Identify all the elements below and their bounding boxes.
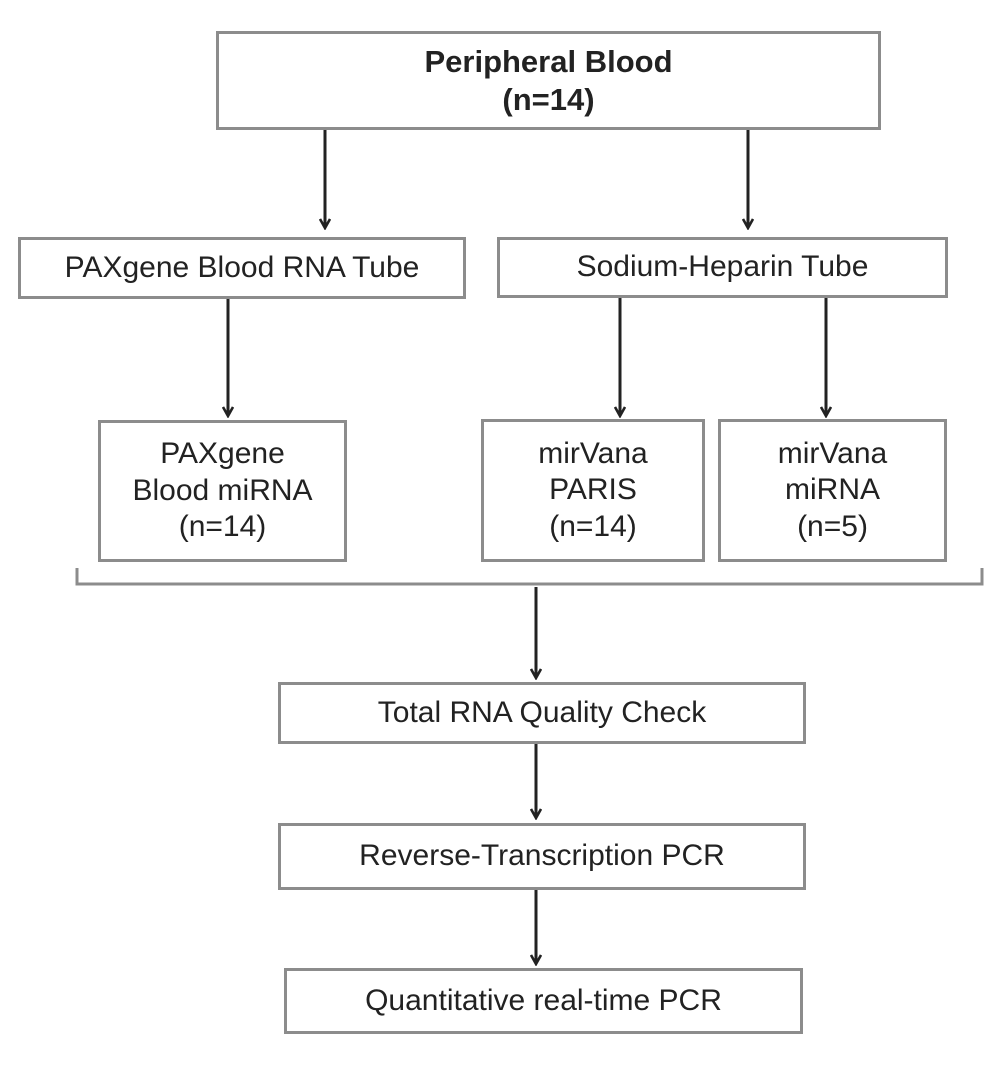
node-qrt-pcr-label: Quantitative real-time PCR: [365, 983, 722, 1017]
node-sodium-heparin-tube-label: Sodium-Heparin Tube: [576, 250, 869, 284]
node-qrt-pcr: Quantitative real-time PCR: [284, 968, 803, 1034]
node-paxgene-mirna: PAXgene Blood miRNA (n=14): [98, 420, 347, 562]
node-mirvana-mirna-line-3: (n=5): [797, 509, 868, 543]
node-peripheral-blood-line-2: (n=14): [502, 81, 595, 117]
node-mirvana-paris-line-3: (n=14): [549, 509, 637, 543]
node-paxgene-tube-label: PAXgene Blood RNA Tube: [64, 250, 420, 284]
node-paxgene-tube: PAXgene Blood RNA Tube: [18, 237, 466, 299]
node-mirvana-paris-line-2: PARIS: [549, 473, 637, 507]
node-rt-pcr-label: Reverse-Transcription PCR: [359, 839, 725, 873]
node-rna-quality-check-label: Total RNA Quality Check: [377, 695, 707, 729]
node-peripheral-blood: Peripheral Blood (n=14): [216, 31, 881, 130]
grouping-bracket: [75, 568, 984, 586]
node-sodium-heparin-tube: Sodium-Heparin Tube: [497, 237, 948, 298]
node-mirvana-mirna: mirVana miRNA (n=5): [718, 419, 947, 562]
node-mirvana-mirna-line-1: mirVana: [777, 436, 888, 470]
node-mirvana-paris-line-1: mirVana: [538, 436, 648, 470]
node-paxgene-mirna-line-2: Blood miRNA: [132, 473, 313, 507]
node-mirvana-paris: mirVana PARIS (n=14): [481, 419, 705, 562]
node-peripheral-blood-line-1: Peripheral Blood: [424, 43, 673, 79]
node-paxgene-mirna-line-3: (n=14): [178, 510, 267, 544]
node-rt-pcr: Reverse-Transcription PCR: [278, 823, 806, 890]
node-paxgene-mirna-line-1: PAXgene: [160, 437, 285, 471]
node-mirvana-mirna-line-2: miRNA: [785, 473, 880, 507]
node-rna-quality-check: Total RNA Quality Check: [278, 682, 806, 744]
